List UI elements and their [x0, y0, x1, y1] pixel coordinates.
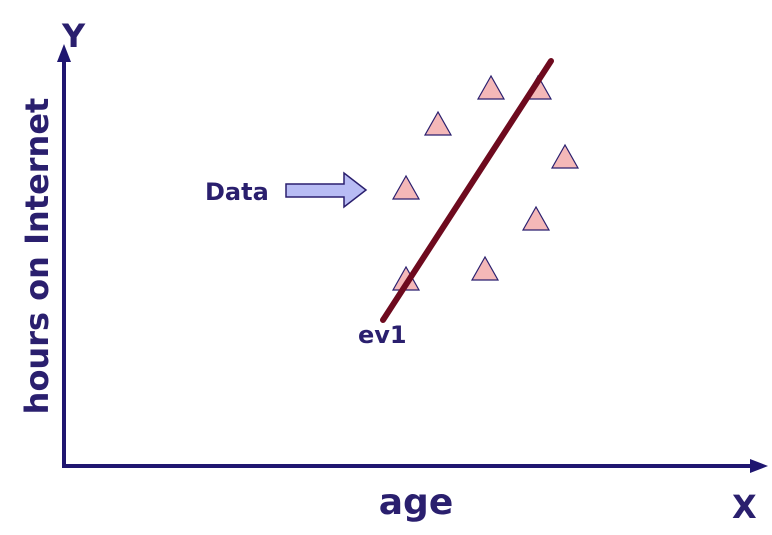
data-point-triangle-1: [476, 74, 506, 100]
y-axis-arrowhead: [57, 44, 71, 62]
y-axis-label: hours on Internet: [18, 98, 56, 415]
data-point-triangle-4: [550, 143, 580, 169]
y-axis-letter: Y: [61, 17, 86, 55]
data-point-triangle-5: [391, 174, 421, 200]
data-point-triangle-8: [470, 255, 500, 281]
x-axis-label: age: [379, 482, 453, 523]
ev1-label: ev1: [358, 321, 407, 349]
data-point-triangle-3: [423, 110, 453, 136]
data-arrow-icon: [285, 171, 368, 209]
data-point-triangle-6: [521, 205, 551, 231]
x-axis-letter: X: [732, 488, 757, 526]
x-axis-arrowhead: [750, 459, 768, 473]
ev1-line: [380, 58, 554, 323]
data-annotation-label: Data: [205, 178, 269, 206]
